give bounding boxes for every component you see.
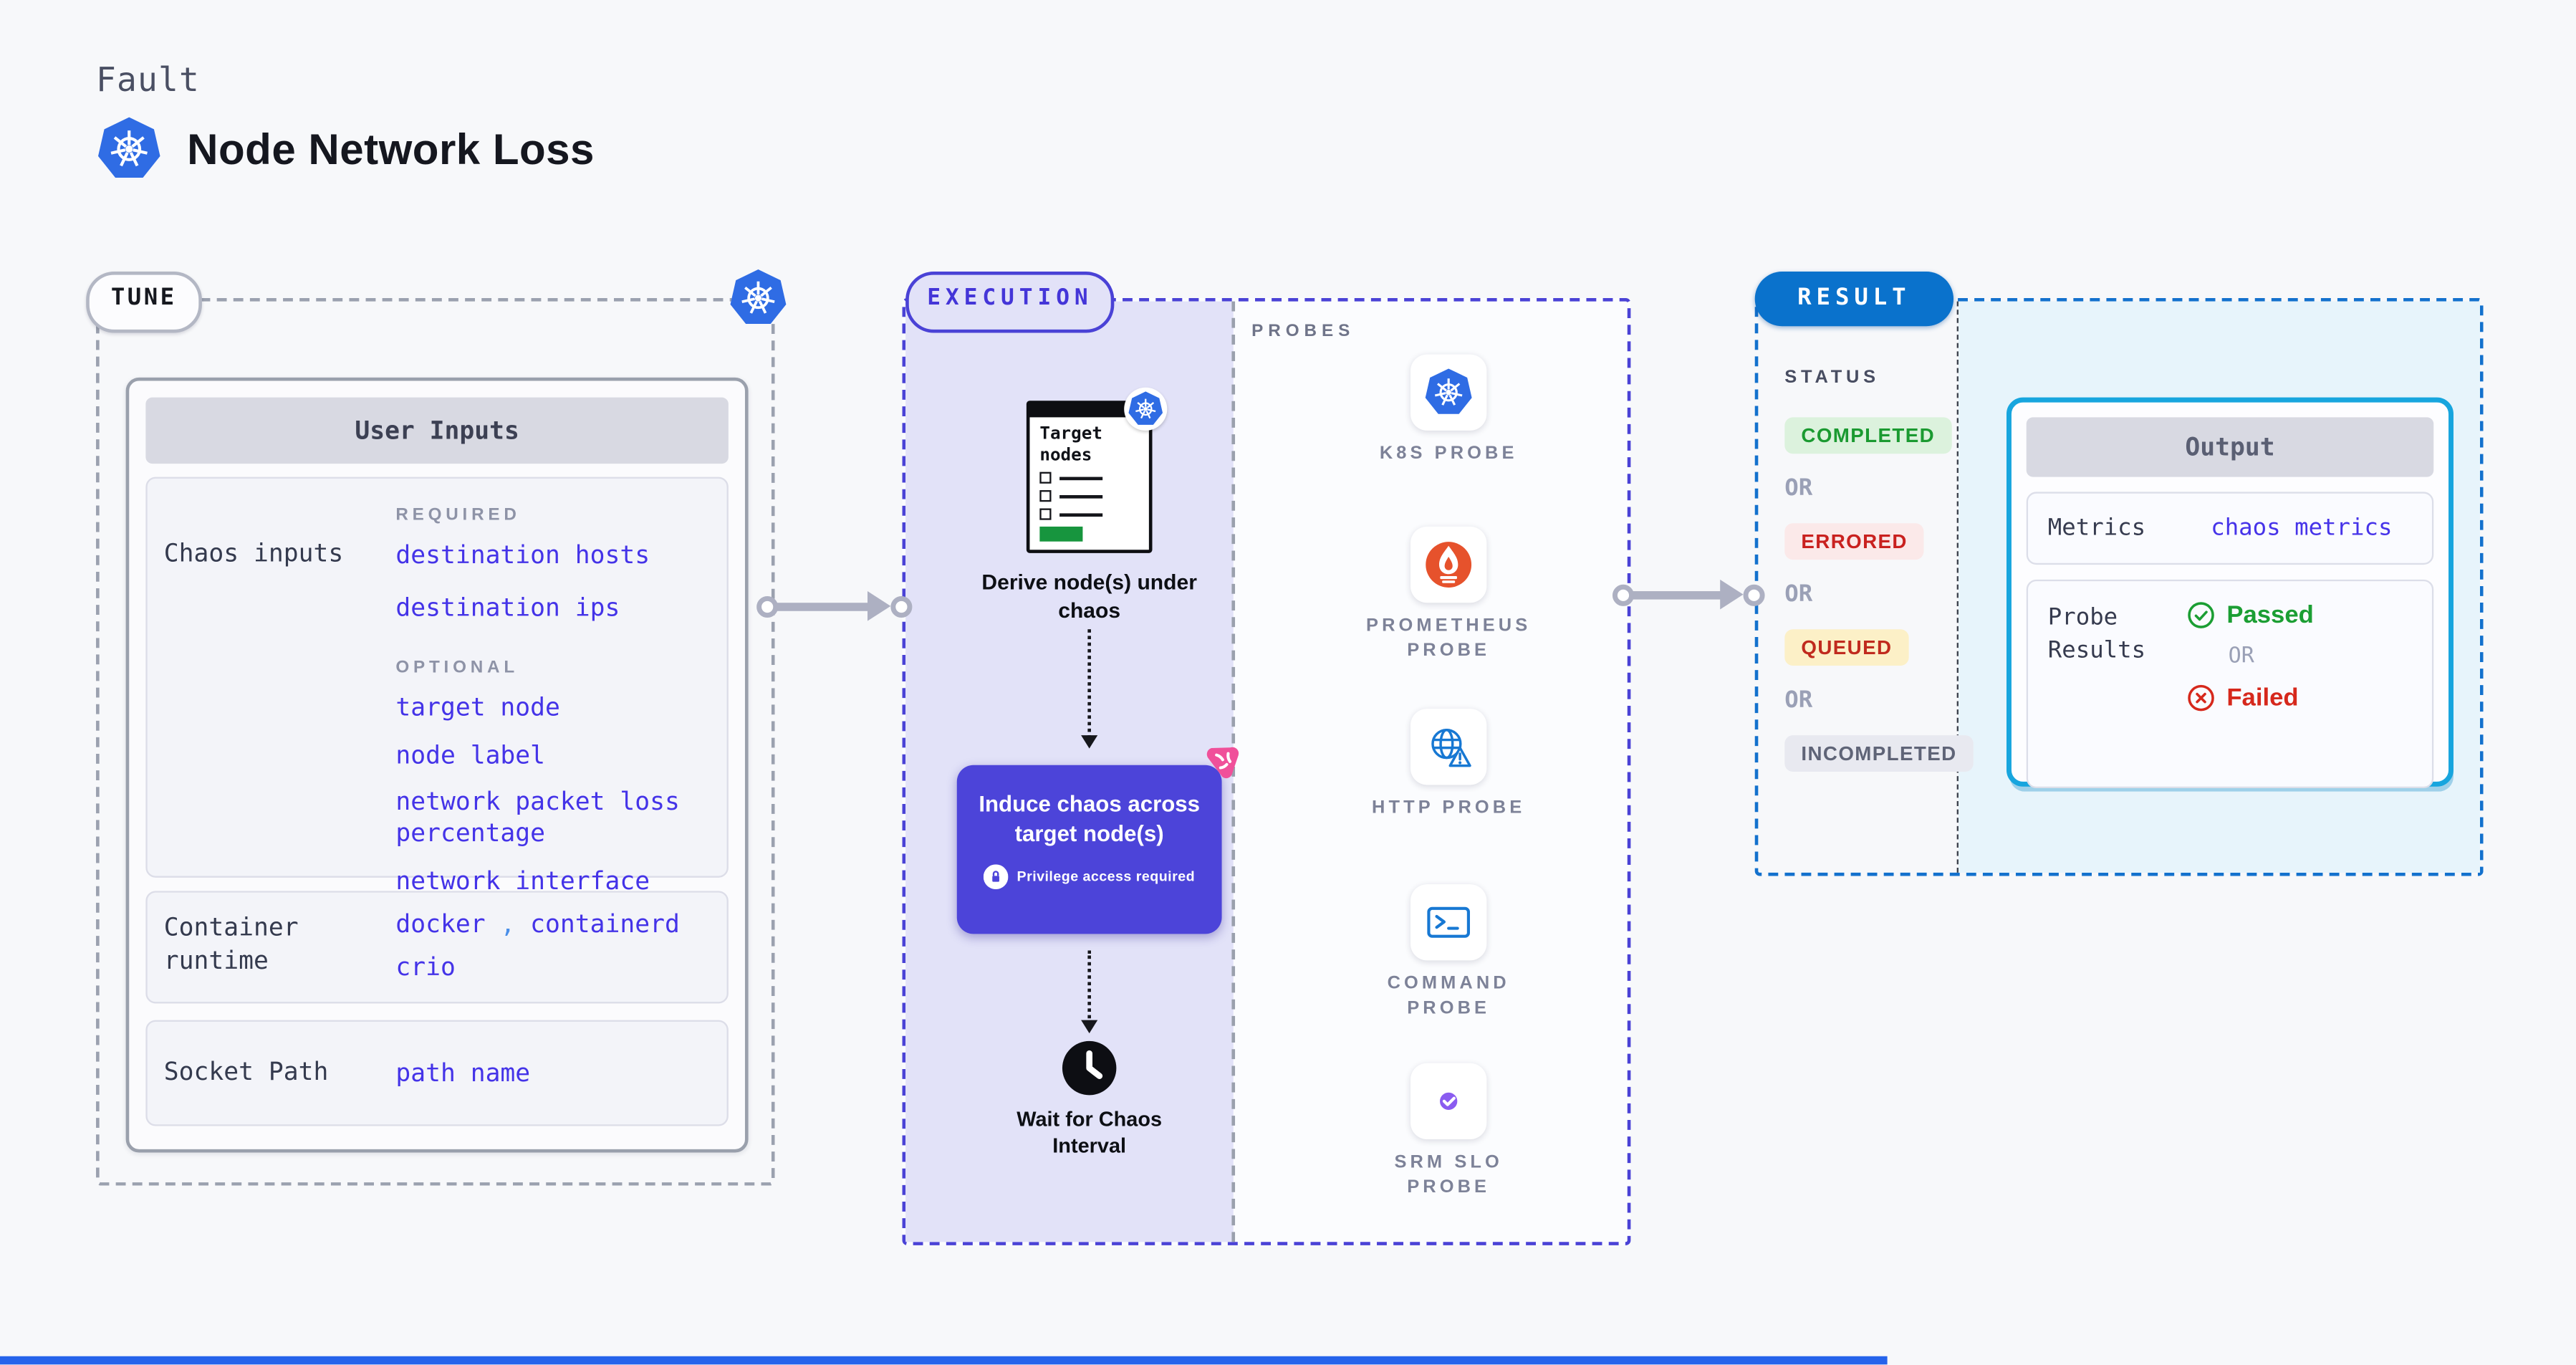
connector-dot: [1743, 583, 1765, 605]
footer-accent-bar: [0, 1356, 1888, 1365]
or-separator: OR: [1784, 475, 1813, 502]
status-badge-incompleted: INCOMPLETED: [1784, 735, 1974, 772]
socket-path-values: path name: [395, 1058, 710, 1088]
page-title: Node Network Loss: [187, 123, 595, 173]
arrow-execution-to-result: [1629, 578, 1744, 609]
user-inputs-card: User Inputs Chaos inputs REQUIRED destin…: [125, 377, 749, 1153]
kubernetes-icon: [96, 116, 162, 182]
litmus-chaos-icon: [1205, 745, 1241, 790]
kubernetes-icon: [1410, 354, 1487, 431]
container-runtime-row: Container runtime docker , containerd cr…: [145, 891, 729, 1004]
probe-results-row: Probe Results Passed OR Failed: [2026, 579, 2434, 789]
target-card-title: Target nodes: [1039, 423, 1103, 465]
execution-pill: EXECUTION: [905, 272, 1115, 333]
node-checklist-row: [1039, 490, 1139, 502]
http-globe-icon: [1410, 709, 1487, 785]
link-chaos-metrics[interactable]: chaos metrics: [2211, 514, 2393, 542]
connector-dot: [890, 595, 913, 617]
container-runtime-label: Container runtime: [163, 912, 299, 975]
target-nodes-card: Target nodes: [1026, 387, 1168, 553]
probes-panel-label: PROBES: [1251, 321, 1355, 342]
induce-chaos-step: Induce chaos across target node(s) Privi…: [956, 765, 1222, 934]
check-circle-icon: [2187, 601, 2215, 629]
status-badge-queued: QUEUED: [1784, 629, 1909, 666]
checkbox-icon: [1039, 472, 1052, 484]
arrow-tune-to-execution: [773, 590, 891, 621]
status-badge-errored: ERRORED: [1784, 523, 1924, 560]
status-badge-completed: COMPLETED: [1784, 417, 1952, 454]
failed-line: Failed: [2187, 684, 2314, 712]
induce-chaos-text: Induce chaos across target node(s): [979, 791, 1201, 846]
chaos-inputs-label: Chaos inputs: [163, 538, 344, 568]
kubernetes-icon: [1124, 387, 1168, 431]
container-runtime-values: docker , containerd crio: [395, 893, 710, 1002]
line-placeholder: [1059, 476, 1103, 480]
socket-path-label: Socket Path: [163, 1057, 329, 1087]
user-inputs-header: User Inputs: [145, 397, 729, 464]
line-placeholder: [1059, 494, 1103, 499]
page-title-row: Node Network Loss: [96, 116, 595, 182]
status-output-divider: [1956, 301, 1959, 873]
connector-dot: [756, 595, 779, 617]
wait-chaos-interval-text: Wait for Chaos Interval: [1017, 1108, 1163, 1159]
link-node-label[interactable]: node label: [395, 740, 546, 771]
chaos-inputs-values: REQUIRED destination hosts destination i…: [395, 479, 710, 895]
or-separator: OR: [2228, 643, 2254, 669]
connector-dot: [1612, 583, 1635, 605]
node-checklist-row: [1039, 508, 1139, 521]
dotted-arrow-down: [1081, 629, 1098, 749]
link-target-node[interactable]: target node: [395, 691, 560, 722]
node-checklist-row: [1039, 472, 1139, 484]
probe-item-http: HTTP PROBE: [1308, 709, 1590, 822]
tune-section-box: [96, 297, 775, 1186]
privilege-text: Privilege access required: [1017, 868, 1196, 885]
probe-item-prometheus: PROMETHEUS PROBE: [1308, 526, 1590, 666]
or-separator: OR: [1784, 581, 1813, 608]
tune-pill: TUNE: [86, 272, 202, 333]
link-network-packet-loss-percentage[interactable]: network packet loss percentage: [395, 786, 680, 848]
output-card: Output Metrics chaos metrics Probe Resul…: [2006, 397, 2454, 789]
probe-item-k8s: K8S PROBE: [1308, 354, 1590, 468]
line-placeholder: [1059, 512, 1103, 517]
link-destination-hosts[interactable]: destination hosts: [395, 540, 650, 570]
link-path-name[interactable]: path name: [395, 1057, 531, 1088]
output-header: Output: [2026, 417, 2434, 477]
status-column: STATUS COMPLETED OR ERRORED OR QUEUED OR…: [1784, 368, 1974, 772]
x-circle-icon: [2187, 684, 2215, 712]
terminal-icon: [1410, 884, 1487, 961]
metrics-label: Metrics: [2047, 514, 2146, 542]
execution-probes-divider: [1231, 301, 1236, 1242]
optional-header: OPTIONAL: [395, 656, 519, 677]
result-pill: RESULT: [1754, 272, 1954, 327]
probe-item-command: COMMAND PROBE: [1308, 884, 1590, 1023]
required-header: REQUIRED: [395, 504, 521, 525]
fault-eyebrow: Fault: [96, 59, 200, 100]
dotted-arrow-down: [1081, 950, 1098, 1034]
status-header: STATUS: [1784, 368, 1880, 388]
socket-path-row: Socket Path path name: [145, 1020, 729, 1126]
probe-results-values: Passed OR Failed: [2187, 600, 2314, 767]
link-network-interface[interactable]: network interface: [395, 865, 650, 896]
link-docker-containerd[interactable]: docker , containerd: [395, 909, 680, 939]
probe-item-srm-slo: SRM SLO PROBE: [1308, 1063, 1590, 1202]
link-crio[interactable]: crio: [395, 952, 456, 982]
checkbox-icon: [1039, 508, 1052, 521]
clock-icon: [1061, 1040, 1118, 1096]
kubernetes-icon: [729, 268, 788, 327]
probe-results-label: Probe Results: [2047, 604, 2146, 665]
chaos-inputs-row: Chaos inputs REQUIRED destination hosts …: [145, 476, 729, 895]
privilege-row: Privilege access required: [957, 864, 1222, 889]
metrics-row: Metrics chaos metrics: [2026, 492, 2434, 565]
prometheus-icon: [1410, 526, 1487, 603]
passed-line: Passed: [2187, 600, 2314, 630]
progress-bar: [1039, 527, 1083, 541]
checkbox-icon: [1039, 490, 1052, 502]
lock-icon: [984, 864, 1009, 889]
target-card-titlebar: [1028, 402, 1151, 418]
link-destination-ips[interactable]: destination ips: [395, 592, 620, 623]
or-separator: OR: [1784, 687, 1813, 714]
slo-chart-icon: [1410, 1063, 1487, 1140]
derive-nodes-text: Derive node(s) under chaos: [981, 570, 1197, 623]
